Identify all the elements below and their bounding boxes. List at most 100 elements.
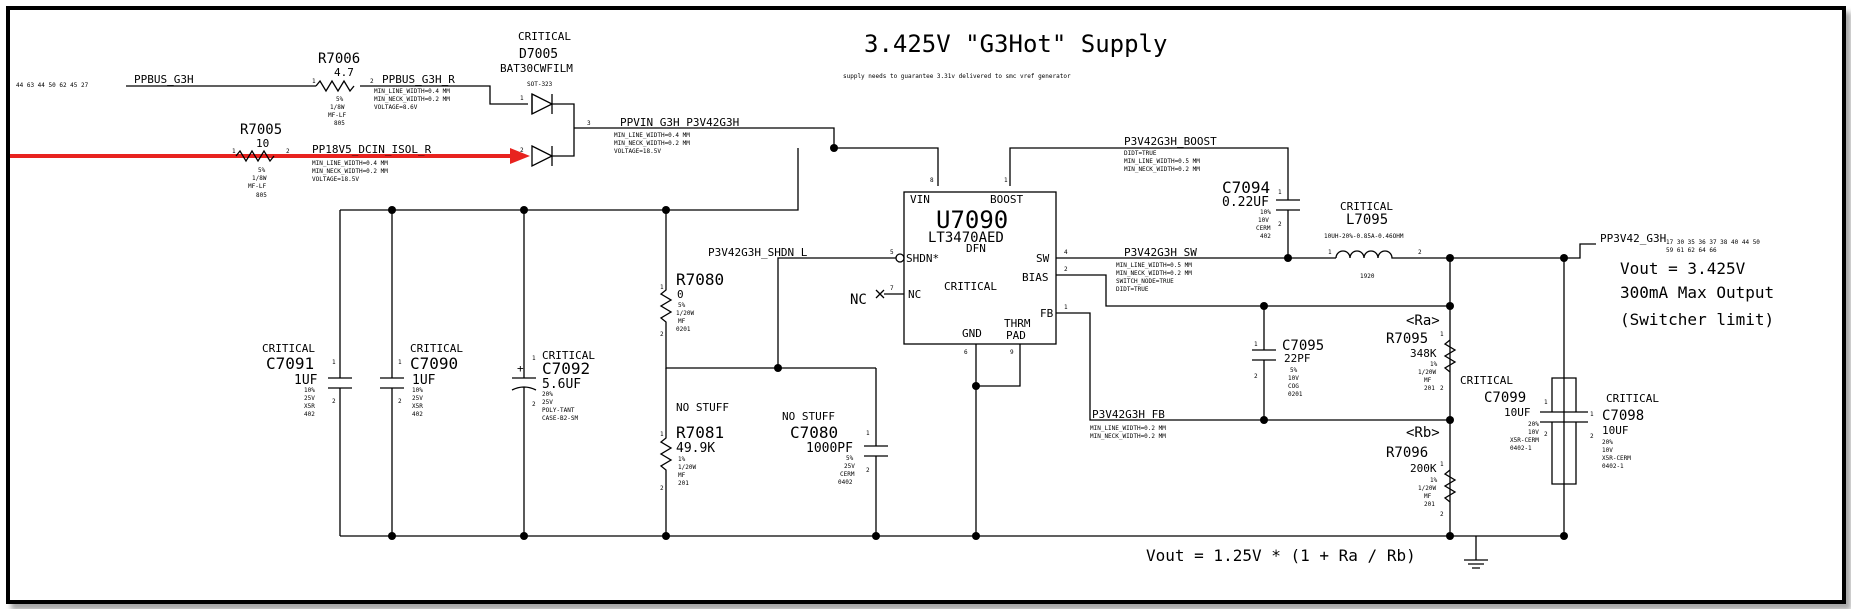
c7080-value: 1000PF — [806, 441, 853, 456]
r7006-attr-1: 1/8W — [330, 104, 345, 111]
d7005-pin3: 3 — [587, 120, 591, 127]
r7005-pin2: 2 — [286, 148, 290, 155]
net-fb: P3V42G3H_FB — [1092, 408, 1165, 421]
r7080-attr-3: 0201 — [676, 326, 691, 333]
c7092-attr-2: POLY-TANT — [542, 407, 575, 414]
u7090-pinnum-nc: 7 — [890, 285, 894, 292]
r7006-pin1: 1 — [312, 78, 316, 85]
c7098-attr-2: X5R-CERM — [1602, 455, 1631, 462]
c7092-attr-0: 20% — [542, 391, 553, 398]
c7098-attr-3: 0402-1 — [1602, 463, 1624, 470]
wire-shdn — [777, 257, 896, 368]
u7090-pinnum-shdn: 5 — [890, 249, 894, 256]
net-sw: P3V42G3H_SW — [1124, 246, 1197, 259]
r7081-attr-3: 201 — [678, 480, 689, 487]
r7080-attr-0: 5% — [678, 302, 686, 309]
c7094-attr-2: CERM — [1256, 225, 1271, 232]
c7098-tag: CRITICAL — [1606, 392, 1659, 405]
u7090-nc-mark: NC — [850, 292, 867, 308]
c7094-pin1: 1 — [1278, 189, 1282, 196]
r7081-attr-2: MF — [678, 472, 686, 479]
u7090-pin-nc: NC — [908, 288, 921, 301]
pp18v5-attr-0: MIN_LINE_WIDTH=0.4 MM — [312, 160, 388, 167]
r7005-attr-0: 5% — [258, 167, 266, 174]
capacitor-c7095 — [1252, 306, 1276, 420]
u7090-pin-boost: BOOST — [990, 193, 1023, 206]
c7092-ref: C7092 — [542, 359, 590, 378]
r7080-attr-2: MF — [678, 318, 686, 325]
r7005-attr-1: 1/8W — [252, 175, 267, 182]
c7090-attr-1: 25V — [412, 395, 423, 402]
r7081-pin1: 1 — [660, 431, 664, 438]
r7006-attr-3: 805 — [334, 120, 345, 127]
r7095-pin2: 2 — [1440, 385, 1444, 392]
c7090-ref: C7090 — [410, 354, 458, 373]
resistor-r7095 — [1443, 339, 1457, 373]
c7092-pin1: 1 — [532, 355, 536, 362]
net-shdn: P3V42G3H_SHDN_L — [708, 246, 808, 259]
schematic-frame — [6, 6, 1846, 604]
input-section: 44 63 44 50 62 45 27 PPBUS_G3H R7006 4.7… — [10, 30, 939, 199]
d7005-pkg: SOT-323 — [527, 81, 553, 88]
pp3v42-page-refs-2: 59 61 62 64 66 — [1666, 247, 1717, 254]
u7090-pin-sw: SW — [1036, 252, 1050, 265]
c7098-pin1: 1 — [1590, 411, 1594, 418]
c7090-attr-3: 402 — [412, 411, 423, 418]
c7090-pin1: 1 — [398, 359, 402, 366]
c7098-pin2: 2 — [1590, 433, 1594, 440]
d7005-pin1: 1 — [520, 95, 524, 102]
c7091-value: 1UF — [294, 373, 318, 388]
c7090-tag: CRITICAL — [410, 342, 463, 355]
u7090-pin-gnd: GND — [962, 327, 982, 340]
c7099-ref: C7099 — [1484, 390, 1526, 406]
c7099-attr-2: X5R-CERM — [1510, 437, 1539, 444]
u7090-ref: U7090 — [936, 206, 1008, 234]
r7096-attr-1: 1/20W — [1418, 485, 1436, 492]
r7006-ref: R7006 — [318, 51, 360, 67]
c7094-attr-1: 10V — [1258, 217, 1269, 224]
capacitor-c7092 — [511, 210, 537, 536]
c7091-pin1: 1 — [332, 359, 336, 366]
c7098-value: 10UF — [1602, 424, 1629, 437]
highlight-arrowhead — [510, 148, 530, 164]
u7090-pinnum-vin: 8 — [930, 177, 934, 184]
fb-attr-1: MIN_NECK_WIDTH=0.2 MM — [1090, 433, 1166, 440]
c7099-pin2: 2 — [1544, 431, 1548, 438]
ppvin-attr-1: MIN_NECK_WIDTH=0.2 MM — [614, 140, 690, 147]
r7080-ref: R7080 — [676, 270, 724, 289]
sw-attr-1: MIN_NECK_WIDTH=0.2 MM — [1116, 270, 1192, 277]
r7095-attr-2: MF — [1424, 377, 1432, 384]
r7006-value: 4.7 — [334, 66, 354, 79]
c7091-attr-1: 25V — [304, 395, 315, 402]
c7092-attr-3: CASE-B2-SM — [542, 415, 579, 422]
c7095-attr-1: 10V — [1288, 375, 1299, 382]
capacitor-c7094 — [1276, 199, 1300, 258]
r7080-value: 0 — [677, 288, 684, 301]
d7005-tag: CRITICAL — [518, 30, 571, 43]
c7099-pin1: 1 — [1544, 399, 1548, 406]
sw-attr-3: DIDT=TRUE — [1116, 286, 1149, 293]
r7006-attr-0: 5% — [336, 96, 344, 103]
ppbus-g3h-page-refs: 44 63 44 50 62 45 27 — [16, 82, 89, 89]
c7099-attr-1: 10V — [1528, 429, 1539, 436]
net-ppbus-g3h-r: PPBUS_G3H_R — [382, 73, 455, 86]
r7081-ref: R7081 — [676, 423, 724, 442]
u7090-pin-bias: BIAS — [1022, 271, 1049, 284]
c7099-tag: CRITICAL — [1460, 374, 1513, 387]
c7080-attr-0: 5% — [846, 455, 854, 462]
c7080-pin2: 2 — [866, 467, 870, 474]
boost-attr-1: MIN_LINE_WIDTH=0.5 MM — [1124, 158, 1200, 165]
u7090-pin-shdn: SHDN* — [906, 252, 939, 265]
c7091-tag: CRITICAL — [262, 342, 315, 355]
c7095-attr-0: 5% — [1290, 367, 1298, 374]
c7099-attr-3: 0402-1 — [1510, 445, 1532, 452]
c7095-ref: C7095 — [1282, 338, 1324, 354]
note-vout: Vout = 3.425V — [1620, 259, 1746, 278]
c7092-tag: CRITICAL — [542, 349, 595, 362]
boost-attr-2: MIN_NECK_WIDTH=0.2 MM — [1124, 166, 1200, 173]
resistor-r7080 — [659, 210, 876, 369]
c7094-ref: C7094 — [1222, 178, 1270, 197]
c7091-ref: C7091 — [266, 354, 314, 373]
u7090-pin-fb: FB — [1040, 307, 1054, 320]
c7092-pin2: 2 — [532, 401, 536, 408]
